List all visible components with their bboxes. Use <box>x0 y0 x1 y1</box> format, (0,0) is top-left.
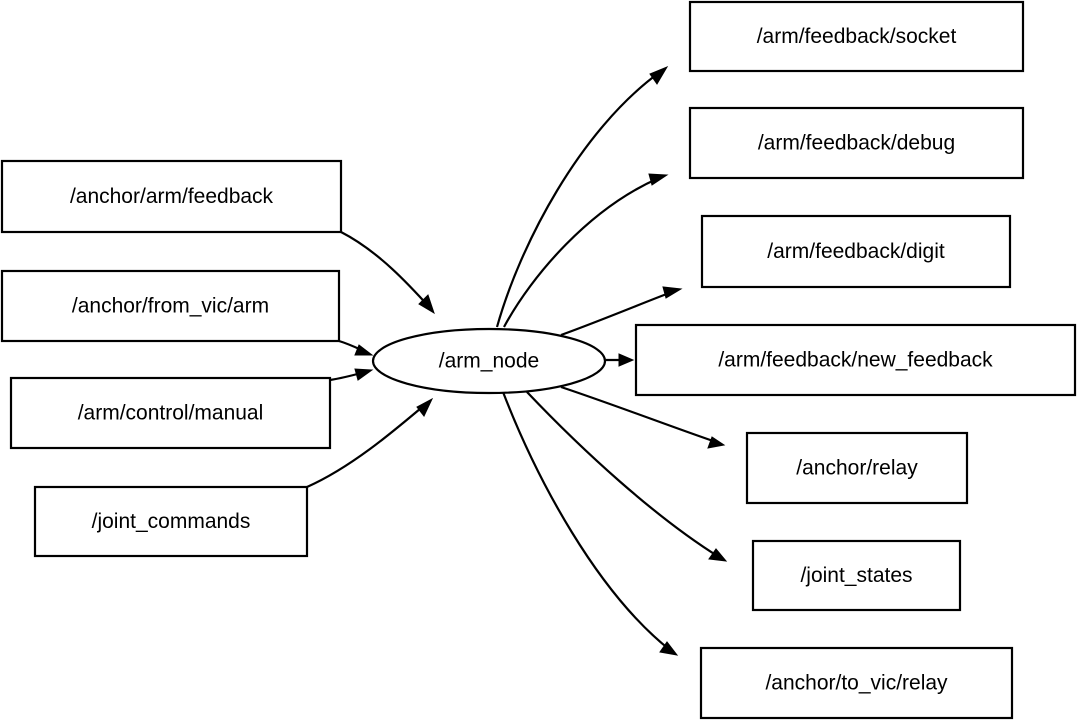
arrow-head-icon <box>354 344 374 356</box>
subscribers-box[interactable]: /arm/feedback/digit <box>700 214 1012 289</box>
subscribers-box[interactable]: /arm/feedback/debug <box>688 106 1025 180</box>
topic-box-rect[interactable] <box>33 485 309 558</box>
topic-box-label: /arm/feedback/socket <box>757 25 957 48</box>
topic-box-label: /anchor/relay <box>796 457 918 480</box>
arrow-head-icon <box>354 368 374 381</box>
topic-box-rect[interactable] <box>700 214 1012 289</box>
edge-line <box>526 391 720 558</box>
outgoing-edge <box>501 391 679 656</box>
topic-box-rect[interactable] <box>9 376 332 450</box>
topic-box-label: /arm/feedback/new_feedback <box>718 349 993 372</box>
topic-box-label: /arm/feedback/debug <box>758 132 955 155</box>
arm-node-ellipse[interactable] <box>371 327 607 395</box>
topic-box-label: /joint_states <box>800 564 912 587</box>
arrow-head-icon <box>649 65 669 85</box>
arm-node-label: /arm_node <box>439 350 539 373</box>
center-node[interactable]: /arm_node <box>371 327 607 395</box>
edge-line <box>340 231 433 311</box>
subscribers-box[interactable]: /anchor/to_vic/relay <box>699 646 1014 720</box>
publishers-box[interactable]: /arm/control/manual <box>9 376 332 450</box>
outgoing-edge <box>560 286 683 337</box>
topic-box-label: /arm/feedback/digit <box>767 240 945 263</box>
edge-line <box>560 385 717 444</box>
publishers-box[interactable]: /anchor/arm/feedback <box>0 159 343 234</box>
incoming-edge <box>329 368 374 382</box>
topic-box-rect[interactable] <box>0 269 341 343</box>
topic-box-label: /anchor/arm/feedback <box>70 185 274 208</box>
edges-layer <box>306 65 728 656</box>
topic-box-rect[interactable] <box>699 646 1014 720</box>
topic-box-label: /arm/control/manual <box>78 402 264 425</box>
edge-line <box>495 71 661 328</box>
topic-box-rect[interactable] <box>688 106 1025 180</box>
edge-line <box>503 176 660 328</box>
subscribers-box[interactable]: /arm/feedback/new_feedback <box>634 323 1077 397</box>
edge-line <box>560 290 673 337</box>
publishers-box[interactable]: /joint_commands <box>33 485 309 558</box>
arrow-head-icon <box>416 397 434 417</box>
edge-line <box>501 391 671 651</box>
outgoing-edge <box>606 353 635 367</box>
outgoing-edge <box>495 65 669 328</box>
subscribers-box[interactable]: /joint_states <box>751 539 962 612</box>
topic-box-rect[interactable] <box>634 323 1077 397</box>
arrow-head-icon <box>662 286 683 299</box>
incoming-edge <box>306 397 434 489</box>
outgoing-edge <box>526 391 728 562</box>
incoming-edge <box>338 339 374 356</box>
topic-box-label: /joint_commands <box>92 510 251 533</box>
topic-box-label: /anchor/from_vic/arm <box>72 295 269 318</box>
topic-box-rect[interactable] <box>751 539 962 612</box>
edge-line <box>306 402 428 489</box>
topic-box-rect[interactable] <box>688 0 1025 73</box>
publishers-box[interactable]: /anchor/from_vic/arm <box>0 269 341 343</box>
subscribers-box[interactable]: /arm/feedback/socket <box>688 0 1025 73</box>
incoming-edge <box>340 231 435 315</box>
arrow-head-icon <box>659 641 679 656</box>
topic-box-rect[interactable] <box>745 431 969 505</box>
topic-box-label: /anchor/to_vic/relay <box>765 672 948 695</box>
arrow-head-icon <box>618 353 635 367</box>
outgoing-edge <box>560 385 726 449</box>
arrow-head-icon <box>418 294 435 315</box>
arrow-head-icon <box>708 548 728 562</box>
arrow-head-icon <box>707 436 726 449</box>
topic-box-rect[interactable] <box>0 159 343 234</box>
outgoing-edge <box>503 173 669 328</box>
arrow-head-icon <box>648 173 669 186</box>
subscribers-box[interactable]: /anchor/relay <box>745 431 969 505</box>
